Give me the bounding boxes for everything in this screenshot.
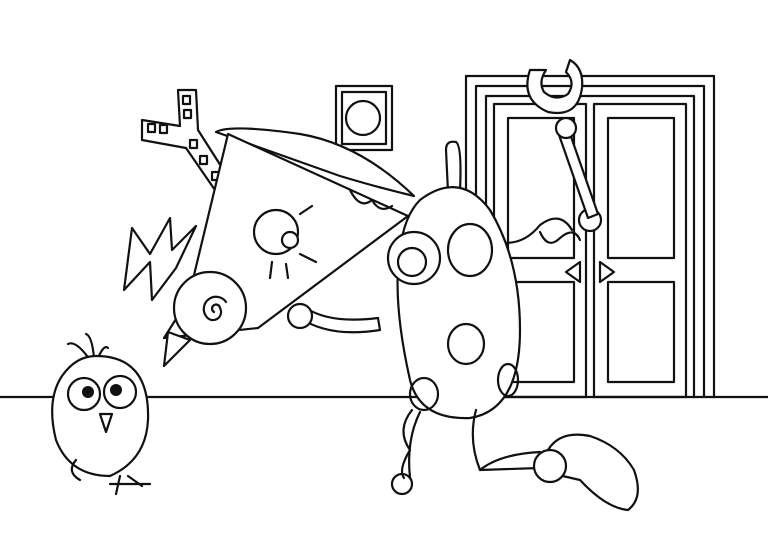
door-handle-left-icon [564,260,582,284]
robot-arms [286,207,603,334]
bird [51,332,152,496]
wrench [526,58,600,220]
robot-triangle [162,127,416,368]
robot-pod [386,140,639,512]
door-handle-right-icon [598,260,616,284]
robot-antenna [140,88,242,208]
lightning-bolt-icon [122,216,198,302]
light-switch [334,84,394,152]
